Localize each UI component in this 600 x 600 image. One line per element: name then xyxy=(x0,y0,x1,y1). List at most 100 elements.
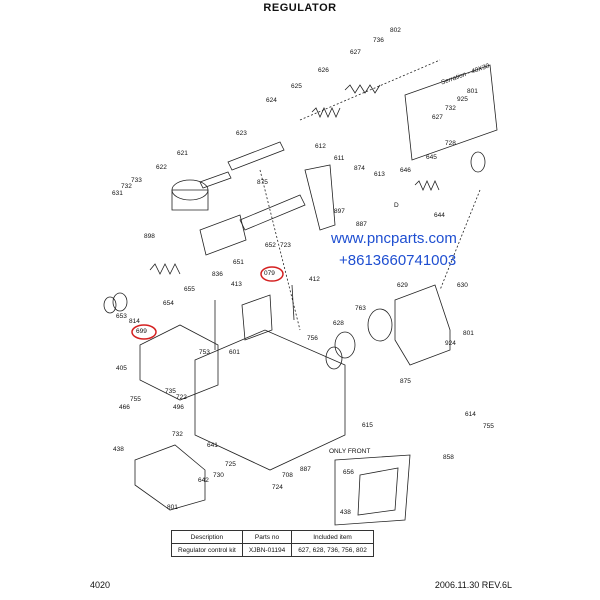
label-601: 601 xyxy=(229,349,240,356)
spring-646 xyxy=(414,180,440,191)
kit-table: Description Parts no Included item Regul… xyxy=(171,530,374,557)
label-615: 615 xyxy=(362,422,373,429)
spool-621 xyxy=(199,171,232,189)
lever-611 xyxy=(304,164,336,231)
label-496: 496 xyxy=(173,404,184,411)
label-D: D xyxy=(394,202,399,209)
label-801c: 801 xyxy=(467,88,478,95)
detail-box xyxy=(404,64,498,161)
label-627b: 627 xyxy=(432,114,443,121)
label-626: 626 xyxy=(318,67,329,74)
label-924: 924 xyxy=(445,340,456,347)
ring-763 xyxy=(367,308,393,342)
label-732: 732 xyxy=(121,183,132,190)
kit-table-row: Regulator control kit XJBN-01194 627, 62… xyxy=(171,543,374,557)
spring-655 xyxy=(149,263,181,275)
label-725: 725 xyxy=(225,461,236,468)
label-651: 651 xyxy=(233,259,244,266)
only-front-box xyxy=(334,454,411,526)
ring-756 xyxy=(325,346,343,370)
label-755b: 755 xyxy=(483,423,494,430)
label-644: 644 xyxy=(434,212,445,219)
kit-table-header-row: Description Parts no Included item xyxy=(171,530,374,544)
label-753: 753 xyxy=(199,349,210,356)
label-801: 801 xyxy=(463,330,474,337)
kit-header-included: Included item xyxy=(291,530,374,544)
housing-601 xyxy=(194,329,346,471)
label-641: 641 xyxy=(207,442,218,449)
label-630: 630 xyxy=(457,282,468,289)
block-699 xyxy=(139,324,219,401)
label-728: 728 xyxy=(445,140,456,147)
footer-date-rev: 2006.11.30 REV.6L xyxy=(434,580,512,590)
label-730: 730 xyxy=(213,472,224,479)
label-724: 724 xyxy=(272,484,283,491)
spring-626 xyxy=(344,84,381,94)
label-622: 622 xyxy=(156,164,167,171)
label-756: 756 xyxy=(307,335,318,342)
label-413: 413 xyxy=(231,281,242,288)
watermark-url: www.pncparts.com xyxy=(331,230,457,247)
label-836: 836 xyxy=(212,271,223,278)
label-755: 755 xyxy=(130,396,141,403)
label-624: 624 xyxy=(266,97,277,104)
label-874: 874 xyxy=(354,165,365,172)
label-625: 625 xyxy=(291,83,302,90)
label-736: 736 xyxy=(373,37,384,44)
label-614: 614 xyxy=(465,411,476,418)
cover-641 xyxy=(134,444,206,511)
label-708: 708 xyxy=(282,472,293,479)
only-front-label: ONLY FRONT xyxy=(329,448,371,455)
ring-653 xyxy=(103,296,117,314)
kit-parts-no: XJBN-01194 xyxy=(241,543,293,557)
kit-included: 627, 628, 736, 756, 802 xyxy=(291,543,374,557)
label-438b: 438 xyxy=(340,509,351,516)
label-763: 763 xyxy=(355,305,366,312)
label-621: 621 xyxy=(177,150,188,157)
label-412: 412 xyxy=(309,276,320,283)
label-652: 652 xyxy=(265,242,276,249)
label-079: 079 xyxy=(264,270,275,277)
label-897: 897 xyxy=(334,208,345,215)
ring-814 xyxy=(112,292,128,312)
label-858: 858 xyxy=(443,454,454,461)
cover-629 xyxy=(394,284,451,366)
spool-623 xyxy=(227,141,285,171)
label-723: 723 xyxy=(280,242,291,249)
highlight-699 xyxy=(131,324,157,340)
kit-header-parts-no: Parts no xyxy=(241,530,293,544)
spring-625 xyxy=(311,107,341,118)
label-656: 656 xyxy=(343,469,354,476)
ring-628 xyxy=(334,331,356,359)
label-887b: 887 xyxy=(300,466,311,473)
label-814: 814 xyxy=(129,318,140,325)
highlight-079 xyxy=(260,266,284,282)
label-898: 898 xyxy=(144,233,155,240)
label-628: 628 xyxy=(333,320,344,327)
label-645: 645 xyxy=(426,154,437,161)
footer-page: 4020 xyxy=(90,580,111,590)
sleeve-079 xyxy=(241,294,273,341)
label-629: 629 xyxy=(397,282,408,289)
kit-header-description: Description xyxy=(171,530,243,544)
label-653: 653 xyxy=(116,313,127,320)
label-646: 646 xyxy=(400,167,411,174)
label-438: 438 xyxy=(113,446,124,453)
kit-description: Regulator control kit xyxy=(171,543,243,557)
label-611: 611 xyxy=(334,155,345,162)
label-733: 733 xyxy=(131,177,142,184)
watermark-phone: +8613660741003 xyxy=(339,252,457,269)
plate-656 xyxy=(357,467,399,516)
label-631: 631 xyxy=(112,190,123,197)
label-732b: 732 xyxy=(172,431,183,438)
label-801b: 801 xyxy=(167,504,178,511)
ring-728 xyxy=(470,151,486,173)
label-887: 887 xyxy=(356,221,367,228)
label-613: 613 xyxy=(374,171,385,178)
label-627: 627 xyxy=(350,49,361,56)
label-466: 466 xyxy=(119,404,130,411)
label-405: 405 xyxy=(116,365,127,372)
label-875: 875 xyxy=(257,179,268,186)
label-655: 655 xyxy=(184,286,195,293)
